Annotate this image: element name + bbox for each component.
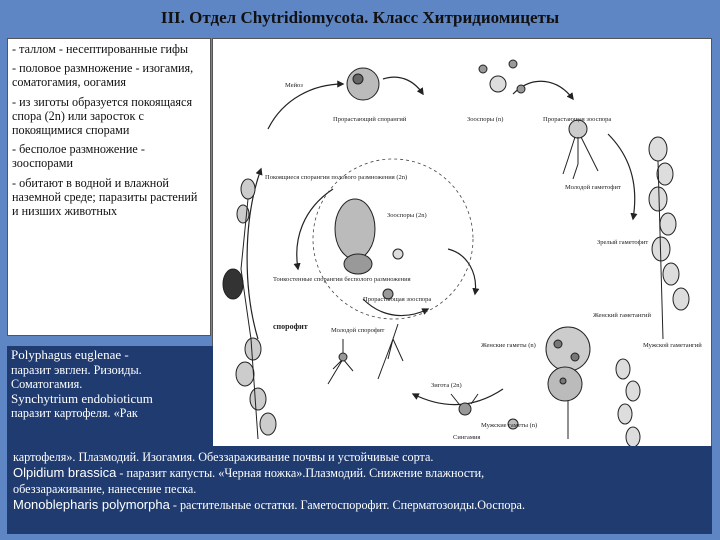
species-desc: Соматогамия. (11, 377, 83, 391)
label-germinating-sporangium: Прорастающий спорангий (333, 116, 407, 123)
label-female-gametangium: Женский гаметангий (593, 312, 651, 319)
label-resting-sporangia: Покоящиеся спорангии полового размножени… (265, 174, 407, 181)
label-mature-gametophyte: Зрелый гаметофит (597, 239, 648, 246)
mature-gametophyte-drawing (648, 136, 690, 340)
label-thin-walled-sporangia: Тонкостенные спорангии бесполого размнож… (273, 276, 411, 283)
note-line: обеззараживание, нанесение песка. (13, 482, 197, 496)
label-young-gametophyte: Молодой гаметофит (565, 184, 621, 191)
feature-item: - половое размножение - изогамия, сомато… (12, 61, 194, 90)
cycle-arrow (293, 188, 334, 271)
note-line: картофеля». Плазмодий. Изогамия. Обеззар… (13, 450, 434, 464)
page-title: III. Отдел Chytridiomycota. Класс Хитрид… (160, 8, 560, 27)
zygote-drawing (450, 393, 519, 430)
young-gametophyte-drawing (562, 119, 599, 180)
species-desc: паразит эвглен. Ризоиды. (11, 362, 142, 377)
note-line: Olpidium brassica - паразит капусты. «Че… (13, 465, 706, 481)
species-notes-panel: картофеля». Плазмодий. Изогамия. Обеззар… (7, 446, 712, 534)
species-desc: - паразит капусты. «Черная ножка».Плазмо… (116, 466, 485, 480)
cycle-arrow (267, 80, 345, 130)
feature-item: - обитают в водной и влажной наземной ср… (12, 175, 198, 219)
note-line: Monoblepharis polymorpha - растительные … (13, 497, 706, 513)
sporophyte-drawing (222, 178, 277, 440)
features-list: - таллом - несептированные гифы - полово… (7, 38, 211, 336)
species-desc: - растительные остатки. Гаметоспорофит. … (169, 498, 525, 512)
species-name: Polyphagus euglenae - (11, 347, 129, 362)
label-zygote: Зигота (2n) (431, 382, 462, 389)
label-young-sporophyte: Молодой спорофит (331, 327, 385, 334)
inner-cycle (312, 158, 474, 320)
female-gametangium-drawing (545, 326, 591, 439)
cycle-arrow (607, 133, 638, 221)
zoospore-sporangium-drawing (334, 198, 404, 300)
label-germinating-zoospore: Прорастающая зооспора (543, 116, 611, 123)
species-box: Polyphagus euglenae - паразит эвглен. Ри… (7, 346, 213, 446)
life-cycle-diagram: Мейоз Прорастающий спорангий Зооспоры (n… (222, 59, 702, 447)
cycle-arrow (447, 248, 480, 296)
label-germinating-zoospore-2: Прорастающая зооспора (363, 296, 431, 303)
feature-item: - бесполое размножение - зооспорами (12, 142, 145, 171)
label-female-gametes: Женские гаметы (n) (481, 342, 536, 349)
feature-item: - из зиготы образуется покоящаяся спора … (12, 94, 193, 138)
feature-item: - таллом - несептированные гифы (12, 42, 189, 56)
label-syngamy: Сингамия (453, 434, 480, 441)
cycle-arrow (411, 388, 504, 406)
male-gametangium-drawing (615, 358, 641, 447)
species-desc: паразит картофеля. «Рак (11, 406, 138, 420)
cycle-arrow (382, 76, 424, 96)
label-meiosis: Мейоз (285, 82, 303, 89)
species-name: Synchytrium endobioticum (11, 390, 153, 406)
label-male-gametangium: Мужской гаметангий (643, 342, 702, 349)
label-zoospores-n: Зооспоры (n) (467, 116, 503, 123)
cycle-arrow (362, 298, 430, 317)
life-cycle-figure: Мейоз Прорастающий спорангий Зооспоры (n… (212, 38, 712, 448)
label-sporophyte: спорофит (273, 322, 308, 331)
germinating-sporangium-drawing (346, 59, 526, 101)
species-name: Olpidium brassica (13, 465, 117, 480)
species-name: Monoblepharis polymorpha (13, 497, 170, 512)
young-sporophyte-drawing (327, 323, 404, 385)
label-male-gametes: Мужские гаметы (n) (481, 422, 537, 429)
label-zoospores-2n: Зооспоры (2n) (387, 212, 427, 219)
